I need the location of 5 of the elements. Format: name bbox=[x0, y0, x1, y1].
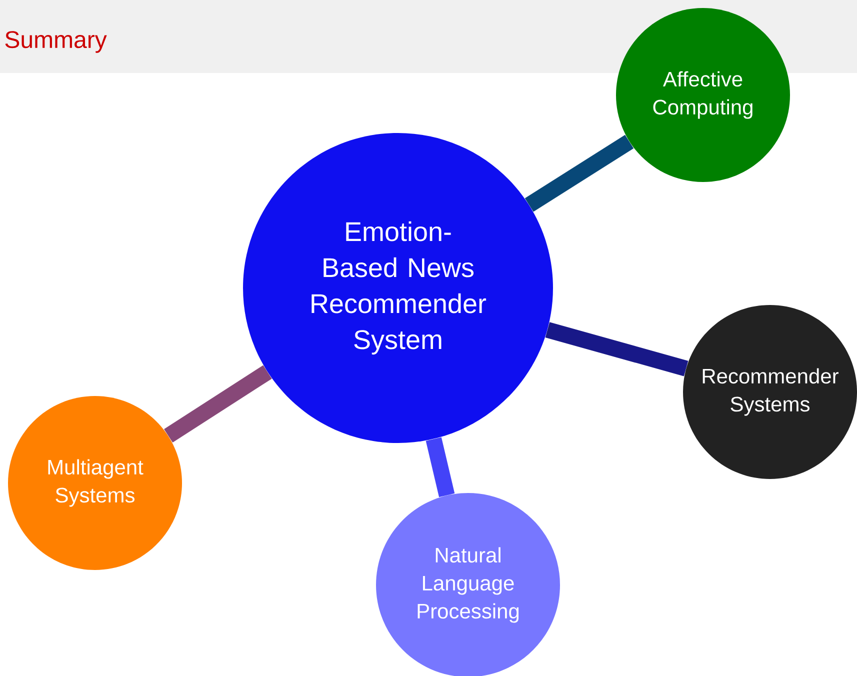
connector bbox=[524, 134, 634, 212]
title: Summary bbox=[5, 31, 107, 53]
connector bbox=[164, 365, 272, 443]
connector bbox=[545, 322, 688, 376]
connector bbox=[426, 437, 455, 498]
